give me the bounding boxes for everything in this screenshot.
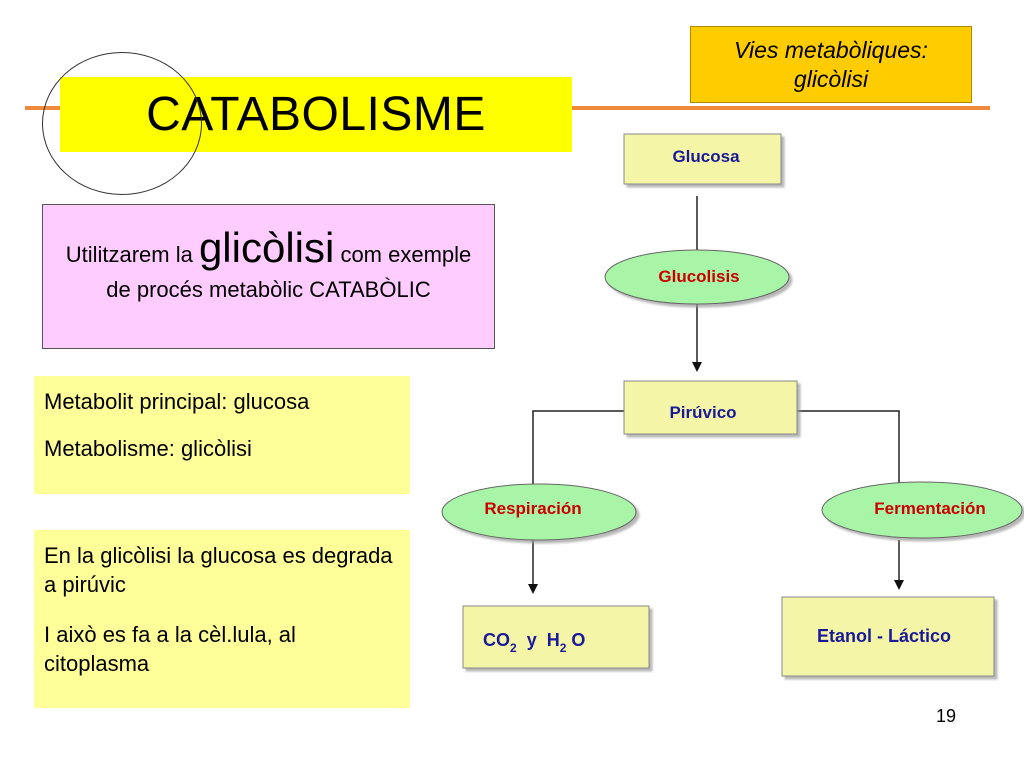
node-glucosa: Glucosa	[623, 133, 782, 185]
node-fermentacion-label: Fermentación	[874, 499, 985, 518]
glycolysis-paragraph-2: I això es fa a la cèl.lula, al citoplasm…	[44, 622, 296, 676]
h2o-subscript: 2	[560, 641, 567, 655]
slide-title-text: CATABOLISME	[146, 88, 486, 141]
decorative-circle	[42, 52, 202, 195]
node-glucosa-label: Glucosa	[672, 147, 740, 166]
arrow-to-etanol	[894, 580, 904, 590]
co2-co-text: CO	[483, 630, 510, 650]
node-glucolisis: Glucolisis	[604, 249, 790, 305]
node-piruvico: Pirúvico	[623, 380, 798, 435]
intro-prefix: Utilitzarem la	[65, 242, 199, 267]
arrow-to-co2	[528, 584, 538, 594]
intro-box: Utilitzarem la glicòlisi com exemple de …	[42, 204, 495, 349]
metabolite-info-box: Metabolit principal: glucosa Metabolisme…	[34, 376, 410, 494]
intro-suffix: com exemple de procés metabòlic CATABÒLI…	[106, 242, 472, 302]
glycolysis-paragraph-1: En la glicòlisi la glucosa es degrada a …	[44, 543, 393, 597]
co2-subscript: 2	[510, 641, 517, 655]
h2o-o-text: O	[571, 630, 585, 650]
node-fermentacion: Fermentación	[821, 481, 1023, 539]
glycolysis-info-box: En la glicòlisi la glucosa es degrada a …	[34, 530, 410, 708]
connector-lines	[532, 196, 900, 584]
connector-piruvico-fermentacion	[797, 410, 900, 484]
h2o-h-text: H	[547, 630, 560, 650]
connector-piruvico-respiracion	[532, 410, 624, 484]
node-respiracion-label: Respiración	[484, 499, 581, 518]
topic-label-line1: Vies metabòliques:	[734, 36, 928, 63]
metabolite-line: Metabolit principal: glucosa	[44, 389, 310, 414]
topic-label-line2: glicòlisi	[793, 65, 869, 92]
node-etanol-label: Etanol - Láctico	[817, 626, 951, 646]
y-text: y	[527, 630, 537, 650]
topic-label: Vies metabòliques: glicòlisi	[690, 26, 972, 103]
arrow-to-piruvico	[692, 362, 702, 372]
node-respiracion: Respiración	[441, 483, 637, 541]
arrowheads	[528, 362, 904, 594]
metabolism-line: Metabolisme: glicòlisi	[44, 435, 252, 461]
node-piruvico-label: Pirúvico	[669, 403, 736, 422]
node-glucolisis-label: Glucolisis	[658, 267, 739, 286]
node-etanol-lactico: Etanol - Láctico	[781, 596, 995, 677]
page-number: 19	[936, 706, 957, 726]
intro-highlight: glicòlisi	[198, 224, 335, 271]
